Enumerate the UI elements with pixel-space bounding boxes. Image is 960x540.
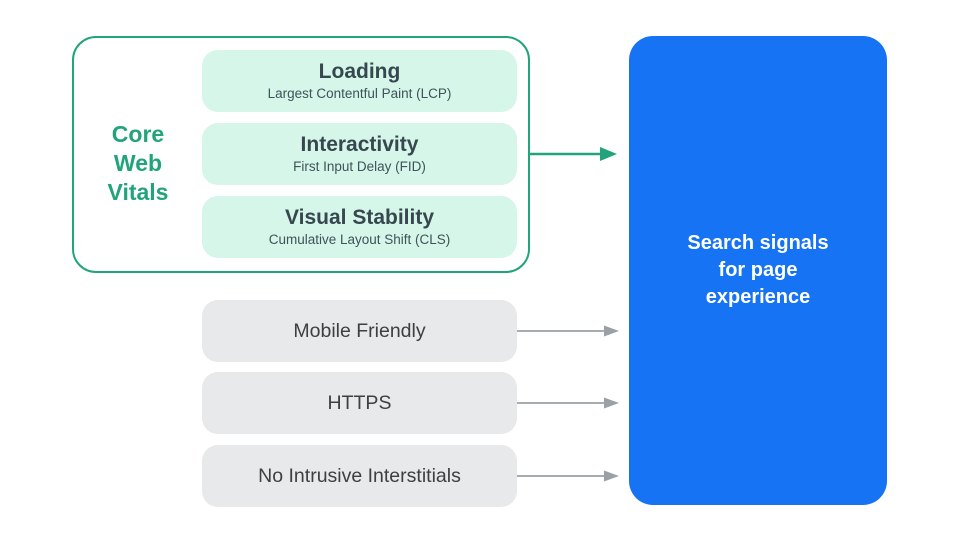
green-arrow-head [600,147,617,161]
signal-https: HTTPS [202,372,517,434]
gray-arrow-right-icon [517,325,619,337]
cwv-item-loading: Loading Largest Contentful Paint (LCP) [202,50,517,112]
signal-label: HTTPS [327,391,392,414]
cwv-item-subtitle: First Input Delay (FID) [293,159,426,174]
cwv-item-title: Visual Stability [285,206,434,229]
signal-label: Mobile Friendly [293,319,426,342]
search-signals-text-line: Search signals [687,232,829,254]
core-web-vitals-label: Core Web Vitals [74,120,202,207]
green-arrow-right-icon [530,147,617,161]
cwv-item-visual-stability: Visual Stability Cumulative Layout Shift… [202,196,517,258]
gray-arrow-right-icon [517,470,619,482]
cwv-item-title: Loading [318,60,401,83]
core-web-vitals-label-line: Core [111,121,165,147]
search-signals-result-box: Search signals for page experience [629,36,887,505]
gray-arrow-head [604,325,619,337]
core-web-vitals-label-line: Web [113,150,163,176]
cwv-item-title: Interactivity [300,133,419,156]
signal-label: No Intrusive Interstitials [258,464,461,487]
search-signals-text-line: experience [705,286,811,308]
signal-no-intrusive-interstitials: No Intrusive Interstitials [202,445,517,507]
cwv-item-subtitle: Largest Contentful Paint (LCP) [267,86,452,101]
gray-arrow-head [604,470,619,482]
gray-arrow-right-icon [517,397,619,409]
signal-mobile-friendly: Mobile Friendly [202,300,517,362]
cwv-item-interactivity: Interactivity First Input Delay (FID) [202,123,517,185]
gray-arrow-head [604,397,619,409]
cwv-item-subtitle: Cumulative Layout Shift (CLS) [268,232,451,247]
search-signals-text: Search signals for page experience [687,230,828,311]
core-web-vitals-label-line: Vitals [107,179,169,205]
search-signals-text-line: for page [718,259,798,281]
